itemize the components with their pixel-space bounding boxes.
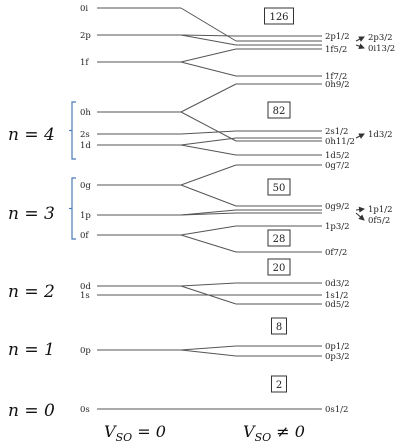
left-level-label: 0h [80,108,91,118]
right-level-label: 2s1/2 [325,127,348,137]
split-connector [180,130,237,135]
arrow [355,43,365,50]
left-level-label: 1f [80,58,89,68]
arrow [355,212,365,221]
split-connector [180,164,237,186]
left-level-label: 0f [80,231,89,241]
left-level-label: 2p [80,31,91,41]
magic-number: 20 [273,263,286,274]
arrow-label: 0f5/2 [368,216,390,226]
arrow-label: 1p1/2 [368,205,393,215]
arrow [355,206,365,213]
right-level-label: 1f5/2 [325,45,347,55]
right-level-label: 0d5/2 [325,300,350,310]
bracket [71,101,76,160]
arrow [355,133,365,139]
n-label: n = 0 [8,401,55,421]
footer-left-label: VSO = 0 [104,422,166,444]
magic-number: 50 [273,183,286,194]
right-level-label: 1s1/2 [325,291,348,301]
right-level-label: 0h9/2 [325,80,350,90]
magic-number: 82 [273,106,286,117]
split-connector [180,111,237,142]
n-label: n = 1 [8,340,55,360]
split-connector [180,48,237,63]
arrow-label: 1d3/2 [368,130,393,140]
footer-right-label: VSO ≠ 0 [243,422,305,444]
left-level-label: 0g [80,181,91,191]
left-level-label: 0s [80,405,90,415]
magic-number: 2 [276,380,282,391]
left-level-label: 1p [80,211,91,221]
split-connector [180,349,237,357]
right-level-label: 0h11/2 [325,137,355,147]
split-connector [180,144,237,156]
left-level-label: 1s [80,291,90,301]
bracket [71,177,76,240]
magic-number: 126 [269,12,288,23]
right-level-label: 2p1/2 [325,32,350,42]
split-connector [180,34,237,46]
magic-number-box [271,375,287,393]
right-level-label: 1d5/2 [325,151,350,161]
n-label: n = 4 [8,125,55,145]
n-label: n = 2 [8,282,55,302]
split-connector [180,225,237,236]
magic-number-box [267,258,291,276]
split-connector [180,61,237,77]
magic-number-box [267,229,291,247]
right-level-label: 0g7/2 [325,161,350,171]
arrow-label: 0i13/2 [368,44,395,54]
split-connector [180,212,237,216]
magic-number: 8 [276,322,282,333]
magic-number-box [264,7,294,25]
right-level-label: 0g9/2 [325,202,350,212]
arrow-label: 2p3/2 [368,33,393,43]
split-connector [180,282,237,287]
magic-number-box [271,317,287,335]
split-connector [180,234,237,253]
n-label: n = 3 [8,204,55,224]
left-level-label: 2s [80,130,90,140]
left-level-label: 0p [80,346,91,356]
right-level-label: 0f7/2 [325,248,347,258]
magic-number-box [267,101,291,119]
split-connector [180,34,237,37]
left-level-label: 0d [80,282,91,292]
split-connector [180,184,237,207]
split-connector [180,83,237,113]
magic-number: 28 [273,234,286,245]
right-level-label: 1f7/2 [325,72,347,82]
left-level-label: 1d [80,141,91,151]
left-level-label: 0i [80,4,88,14]
right-level-label: 1p3/2 [325,222,350,232]
right-level-label: 0p1/2 [325,342,350,352]
right-level-label: 0d3/2 [325,279,350,289]
split-connector [180,137,237,146]
split-connector [180,345,237,351]
magic-number-box [267,178,291,196]
right-level-label: 0s1/2 [325,405,348,415]
right-level-label: 0p3/2 [325,352,350,362]
arrow [355,36,365,42]
